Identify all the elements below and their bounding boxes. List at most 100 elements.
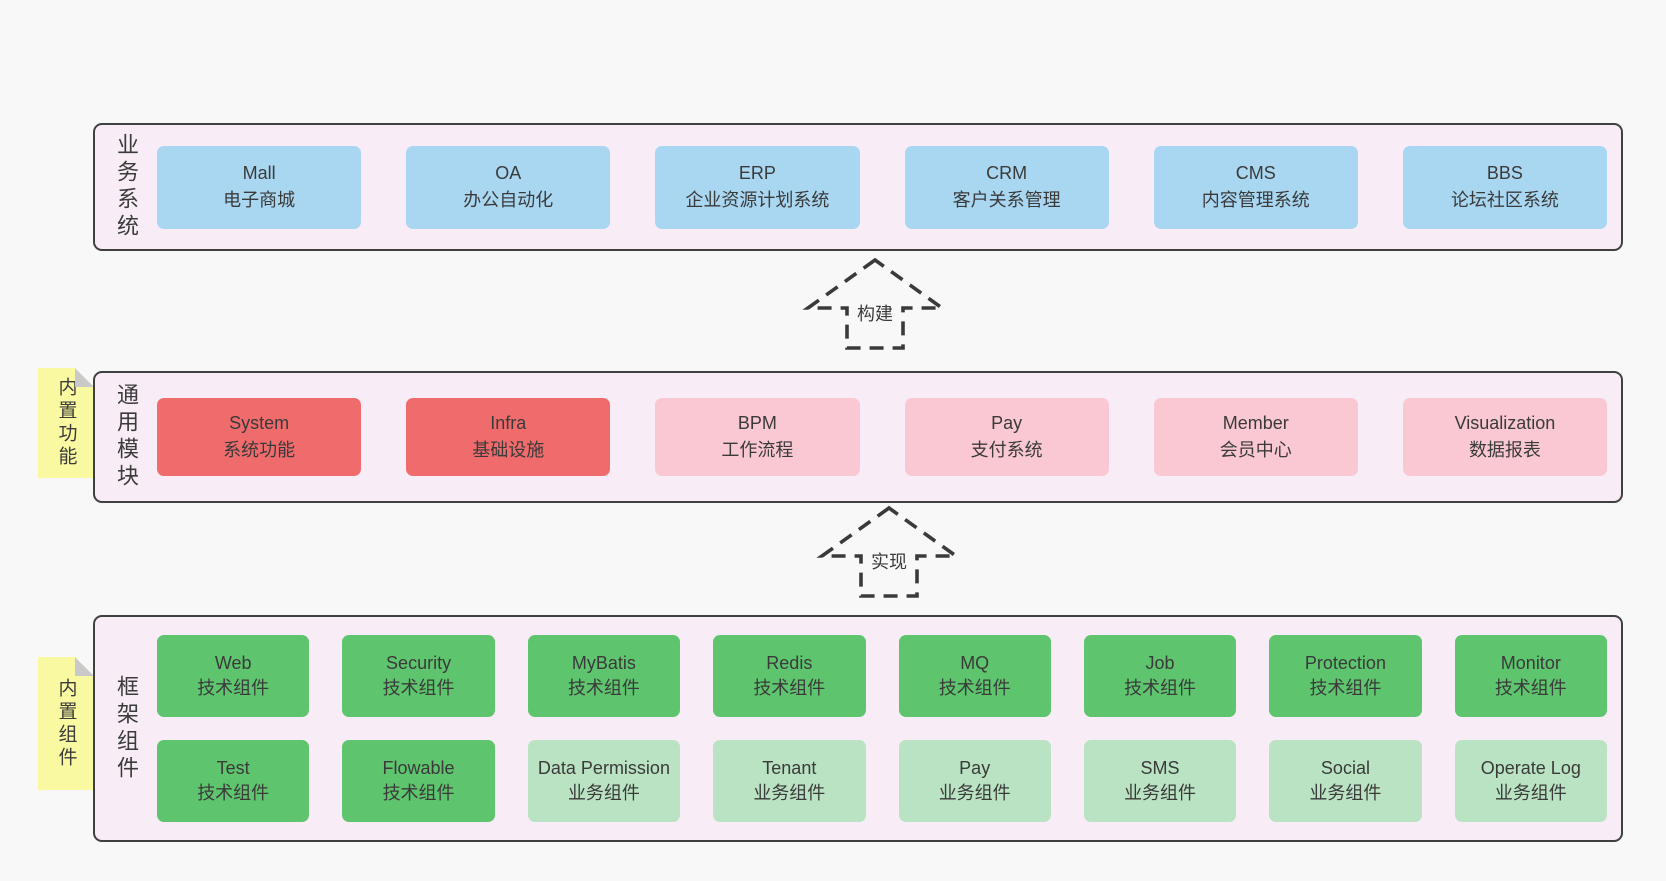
box-title: Social	[1320, 757, 1370, 778]
dashed-up-arrow-icon	[802, 257, 948, 350]
business-systems-panel: 业务系统 Mall 电子商城 OA 办公自动化 ERP	[93, 123, 1623, 251]
build-arrow-label: 构建	[853, 299, 897, 327]
module-box: System 系统功能	[157, 398, 362, 476]
box-title: Test	[216, 757, 250, 778]
business-system-box: BBS 论坛社区系统	[1402, 145, 1608, 229]
box-title: Job	[1145, 652, 1175, 673]
box-subtitle: 支付系统	[970, 440, 1043, 460]
box-title: BPM	[737, 413, 777, 433]
box-title: Monitor	[1500, 652, 1561, 673]
business-system-box: ERP 企业资源计划系统	[655, 145, 860, 229]
built-in-components-label: 内置组件	[55, 677, 77, 770]
component-box: Data Permission 业务组件	[527, 740, 681, 822]
box-title: System	[229, 413, 290, 433]
dashed-up-arrow-icon	[816, 505, 962, 598]
box-subtitle: 企业资源计划系统	[685, 190, 830, 210]
box-title: Redis	[766, 652, 813, 673]
box-subtitle: 业务组件	[753, 783, 826, 803]
module-box: Pay 支付系统	[904, 398, 1109, 476]
box-subtitle: 业务组件	[567, 783, 640, 803]
box-subtitle: 电子商城	[223, 190, 296, 210]
component-box: Flowable 技术组件	[342, 740, 495, 822]
component-box: Test 技术组件	[157, 740, 310, 822]
built-in-components-tab: 内置组件	[38, 657, 94, 790]
box-subtitle: 技术组件	[1494, 678, 1567, 698]
folded-corner-icon	[75, 657, 94, 676]
framework-components-label: 框架组件	[114, 674, 139, 783]
box-subtitle: 系统功能	[223, 440, 296, 460]
box-subtitle: 技术组件	[382, 783, 455, 803]
box-subtitle: 论坛社区系统	[1450, 190, 1559, 210]
business-system-box: CMS 内容管理系统	[1153, 145, 1358, 229]
business-system-box: Mall 电子商城	[157, 145, 362, 229]
box-subtitle: 数据报表	[1468, 440, 1541, 460]
component-box: Operate Log 业务组件	[1454, 740, 1607, 822]
box-title: MQ	[960, 652, 990, 673]
component-box: Security 技术组件	[342, 635, 495, 717]
framework-components-row-2: Test 技术组件 Flowable 技术组件 Data Permission …	[157, 740, 1607, 822]
framework-components-panel: 框架组件 Web 技术组件 Security 技术组件 MyBatis	[93, 615, 1623, 842]
box-subtitle: 技术组件	[567, 678, 640, 698]
module-box: Visualization 数据报表	[1402, 398, 1608, 476]
component-box: Social 业务组件	[1269, 740, 1422, 822]
box-title: MyBatis	[571, 652, 636, 673]
box-title: Visualization	[1454, 413, 1556, 433]
business-systems-label: 业务系统	[114, 133, 139, 241]
box-subtitle: 基础设施	[472, 440, 545, 460]
box-title: Web	[214, 652, 252, 673]
box-title: Protection	[1304, 652, 1386, 673]
box-subtitle: 技术组件	[753, 678, 826, 698]
business-system-box: CRM 客户关系管理	[904, 145, 1109, 229]
box-subtitle: 技术组件	[938, 678, 1011, 698]
box-subtitle: 技术组件	[1124, 678, 1197, 698]
box-title: Mall	[242, 163, 276, 183]
build-arrow: 构建	[800, 256, 950, 352]
box-subtitle: 办公自动化	[463, 190, 554, 210]
box-subtitle: 内容管理系统	[1201, 190, 1310, 210]
box-title: Infra	[490, 413, 527, 433]
box-title: CMS	[1235, 163, 1276, 183]
box-subtitle: 客户关系管理	[952, 190, 1061, 210]
box-title: OA	[495, 163, 522, 183]
component-box: MQ 技术组件	[898, 635, 1051, 717]
component-box: Monitor 技术组件	[1454, 635, 1607, 717]
component-box: Tenant 业务组件	[713, 740, 866, 822]
box-subtitle: 技术组件	[197, 783, 270, 803]
box-subtitle: 业务组件	[1124, 783, 1197, 803]
component-box: Protection 技术组件	[1269, 635, 1422, 717]
box-title: SMS	[1140, 757, 1180, 778]
folded-corner-icon	[75, 368, 94, 387]
box-title: BBS	[1486, 163, 1523, 183]
box-title: Pay	[991, 413, 1023, 433]
built-in-features-tab: 内置功能	[38, 368, 94, 478]
component-box: Web 技术组件	[157, 635, 310, 717]
box-title: Pay	[959, 757, 991, 778]
box-subtitle: 技术组件	[197, 678, 270, 698]
implement-arrow: 实现	[814, 504, 964, 600]
box-subtitle: 技术组件	[1309, 678, 1382, 698]
framework-components-row-1: Web 技术组件 Security 技术组件 MyBatis 技术组件	[157, 635, 1607, 717]
box-title: ERP	[738, 163, 776, 183]
module-box: Infra 基础设施	[406, 398, 611, 476]
box-subtitle: 工作流程	[721, 440, 794, 460]
box-subtitle: 技术组件	[382, 678, 455, 698]
box-title: Operate Log	[1480, 757, 1581, 778]
module-box: BPM 工作流程	[655, 398, 860, 476]
box-subtitle: 会员中心	[1219, 440, 1292, 460]
component-box: Pay 业务组件	[898, 740, 1051, 822]
component-box: MyBatis 技术组件	[527, 635, 681, 717]
common-modules-row: System 系统功能 Infra 基础设施 BPM 工作流程 Pay	[157, 398, 1608, 476]
common-modules-panel: 通用模块 System 系统功能 Infra 基础设施 BPM	[93, 371, 1623, 503]
box-title: Member	[1222, 413, 1289, 433]
common-modules-label: 通用模块	[114, 383, 139, 491]
box-title: CRM	[986, 163, 1028, 183]
component-box: Redis 技术组件	[713, 635, 866, 717]
module-box: Member 会员中心	[1153, 398, 1358, 476]
implement-arrow-label: 实现	[867, 547, 911, 575]
box-subtitle: 业务组件	[1309, 783, 1382, 803]
box-title: Security	[386, 652, 452, 673]
box-title: Flowable	[382, 757, 455, 778]
box-subtitle: 业务组件	[938, 783, 1011, 803]
box-title: Tenant	[762, 757, 817, 778]
